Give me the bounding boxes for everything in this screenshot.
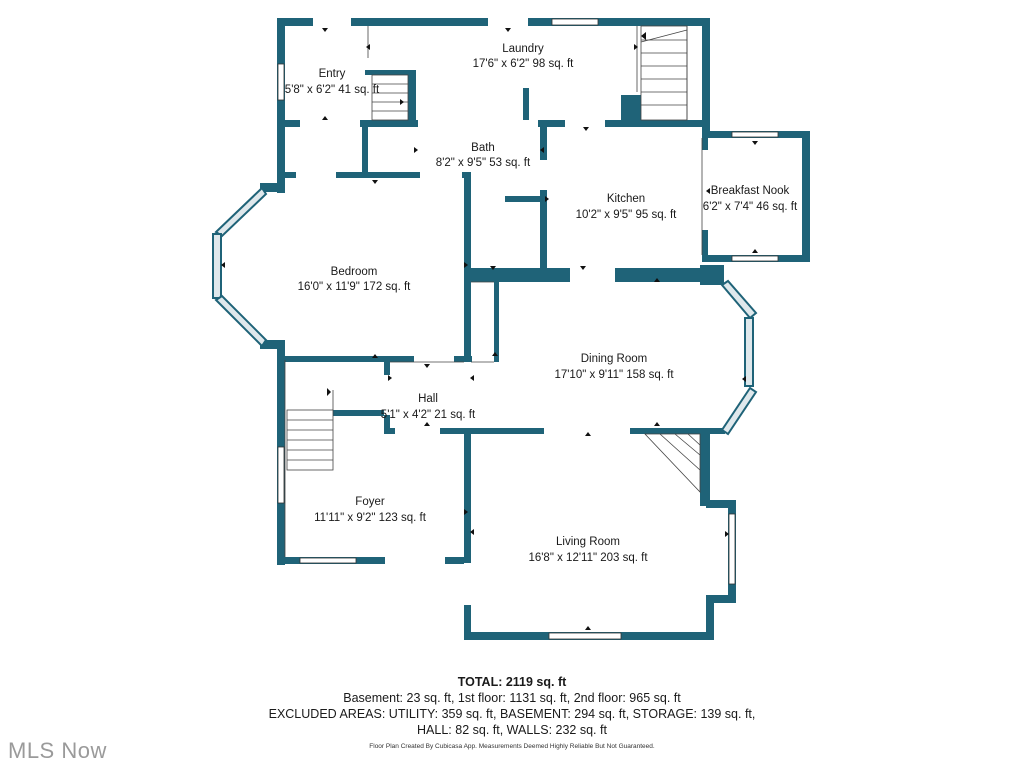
room-dims-hall: 5'1" x 4'2" 21 sq. ft [381, 409, 476, 421]
brand-watermark: MLS Now [8, 738, 107, 763]
disclaimer: Floor Plan Created By Cubicasa App. Meas… [369, 743, 655, 750]
bay-windows [212, 186, 758, 436]
door-openings [296, 18, 708, 605]
room-name-living-room: Living Room [556, 536, 620, 548]
excluded-areas-cont: HALL: 82 sq. ft, WALLS: 232 sq. ft [417, 723, 607, 737]
walls [260, 18, 810, 640]
floor-breakdown: Basement: 23 sq. ft, 1st floor: 1131 sq.… [343, 691, 681, 705]
room-dims-kitchen: 10'2" x 9'5" 95 sq. ft [576, 209, 678, 221]
room-name-bedroom: Bedroom [331, 266, 378, 278]
room-dims-laundry: 17'6" x 6'2" 98 sq. ft [473, 58, 575, 70]
windows [277, 18, 779, 640]
room-name-foyer: Foyer [355, 496, 385, 508]
room-name-laundry: Laundry [502, 43, 544, 55]
room-dims-foyer: 11'11" x 9'2" 123 sq. ft [314, 512, 427, 524]
room-name-hall: Hall [418, 393, 438, 405]
room-dims-living-room: 16'8" x 12'11" 203 sq. ft [528, 552, 648, 564]
thin-lines [284, 26, 703, 557]
stairs [286, 25, 701, 494]
room-dims-bath: 8'2" x 9'5" 53 sq. ft [436, 157, 531, 169]
room-dims-breakfast-nook: 6'2" x 7'4" 46 sq. ft [703, 201, 798, 213]
total-area: TOTAL: 2119 sq. ft [457, 675, 567, 689]
room-labels: Entry 5'8" x 6'2" 41 sq. ft Laundry 17'6… [285, 43, 798, 564]
door-arrows [221, 28, 758, 630]
room-dims-entry: 5'8" x 6'2" 41 sq. ft [285, 84, 380, 96]
area-summary: TOTAL: 2119 sq. ft Basement: 23 sq. ft, … [0, 674, 1024, 738]
room-dims-dining-room: 17'10" x 9'11" 158 sq. ft [554, 369, 674, 381]
room-dims-bedroom: 16'0" x 11'9" 172 sq. ft [298, 281, 412, 293]
room-name-bath: Bath [471, 142, 495, 154]
room-name-dining-room: Dining Room [581, 353, 647, 365]
room-name-kitchen: Kitchen [607, 193, 645, 205]
room-name-entry: Entry [319, 68, 346, 80]
room-name-breakfast-nook: Breakfast Nook [711, 185, 790, 197]
excluded-areas: EXCLUDED AREAS: UTILITY: 359 sq. ft, BAS… [268, 707, 756, 721]
